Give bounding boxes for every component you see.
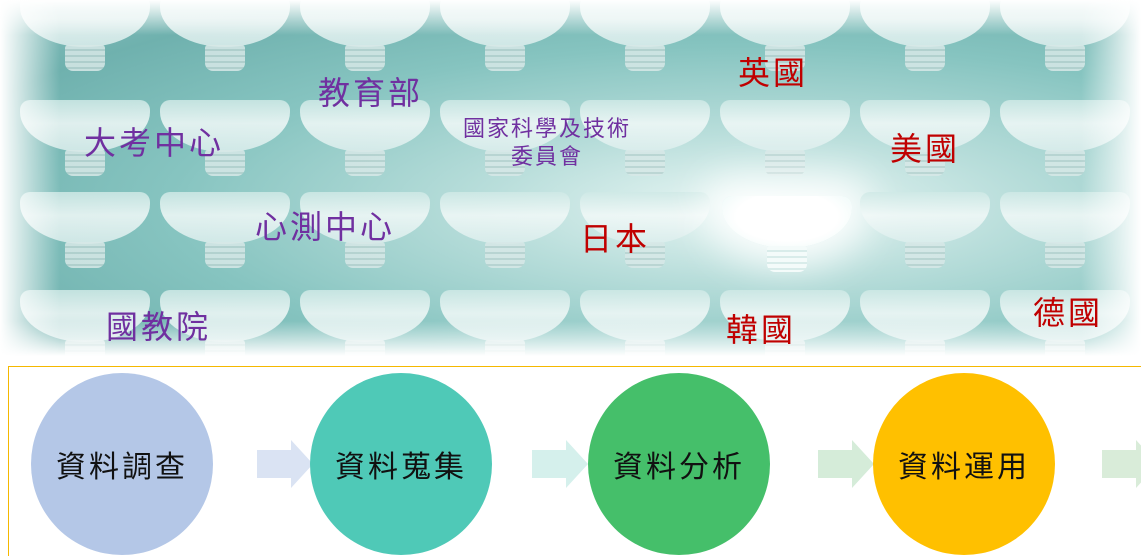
step-label: 資料調查 [56,450,188,485]
process-flow-frame [8,366,1141,556]
step-data-analysis: 資料分析 [588,373,770,555]
label-germany: 德國 [1033,294,1104,332]
lightbulb-icon [860,0,990,75]
lightbulb-icon [300,0,430,75]
lightbulb-icon [440,0,570,75]
lightbulb-icon [300,290,430,356]
step-data-collection: 資料蒐集 [310,373,492,555]
lightbulb-icon [1000,100,1130,180]
lightbulb-icon [160,0,290,75]
label-uk: 英國 [738,54,809,92]
step-data-survey: 資料調查 [31,373,213,555]
lightbulb-icon [20,0,150,75]
label-usa: 美國 [890,130,961,168]
lightbulb-icon [1000,0,1130,75]
label-nstc: 國家科學及技術 委員會 [434,116,660,172]
lightbulb-icon [20,192,150,272]
step-label: 資料運用 [898,450,1030,485]
label-nstc-line1: 國家科學及技術 [462,117,631,142]
label-korea: 韓國 [726,311,797,349]
lightbulb-icon [440,290,570,356]
step-label: 資料蒐集 [335,450,467,485]
lightbulb-icon [720,100,850,180]
glowing-lightbulb-icon [722,196,852,276]
lightbulb-icon [860,290,990,356]
label-nstc-line2: 委員會 [510,145,583,170]
lightbulb-icon [860,192,990,272]
lightbulb-banner: 大考中心 教育部 國家科學及技術 委員會 英國 美國 心測中心 日本 國教院 韓… [0,0,1141,356]
label-ceec: 大考中心 [84,124,225,162]
lightbulb-icon [580,290,710,356]
label-rcpet: 心測中心 [255,208,396,246]
label-naer: 國教院 [106,308,212,346]
lightbulb-icon [580,0,710,75]
step-label: 資料分析 [613,450,745,485]
lightbulb-icon [1000,192,1130,272]
step-data-application: 資料運用 [873,373,1055,555]
lightbulb-icon [440,192,570,272]
label-japan: 日本 [580,220,651,258]
label-moe: 教育部 [318,74,424,112]
